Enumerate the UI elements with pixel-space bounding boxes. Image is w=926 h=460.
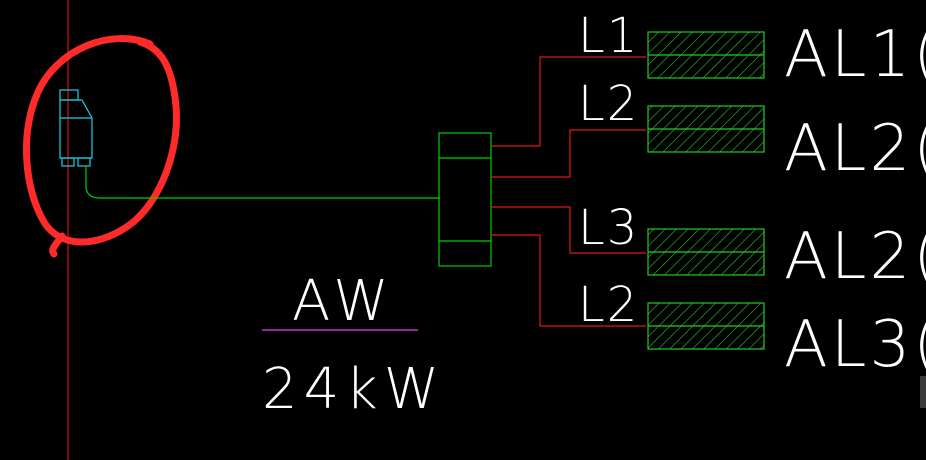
hatched-panel-1[interactable] [647, 31, 765, 79]
panel-label-2: AL2(6 [784, 112, 926, 186]
scrollbar-handle[interactable] [920, 376, 926, 408]
panel-label-1: AL1(6H [784, 18, 926, 92]
branch-label-1: L1 [578, 8, 639, 64]
distribution-box-icon[interactable] [438, 132, 492, 267]
main-power-label: 24kW [262, 357, 445, 422]
feeder-line [85, 166, 440, 199]
annotation-circle [23, 35, 181, 258]
hatched-panel-3[interactable] [647, 228, 765, 276]
hatched-panel-2[interactable] [647, 105, 765, 153]
branch-lines [491, 56, 646, 327]
branch-line-1 [491, 56, 646, 147]
hatched-panel-4[interactable] [647, 302, 765, 350]
branch-line-2 [491, 129, 646, 178]
main-feeder-label: AW [292, 269, 395, 334]
branch-line-3 [491, 206, 646, 254]
panel-label-3: AL2(6 [784, 220, 926, 294]
branch-label-4: L2 [578, 277, 639, 333]
branch-line-4 [491, 234, 646, 327]
electric-meter-icon[interactable] [59, 89, 93, 167]
branch-label-3: L3 [578, 200, 639, 256]
panel-label-4: AL3(6 [784, 308, 926, 382]
branch-label-2: L2 [578, 76, 639, 132]
